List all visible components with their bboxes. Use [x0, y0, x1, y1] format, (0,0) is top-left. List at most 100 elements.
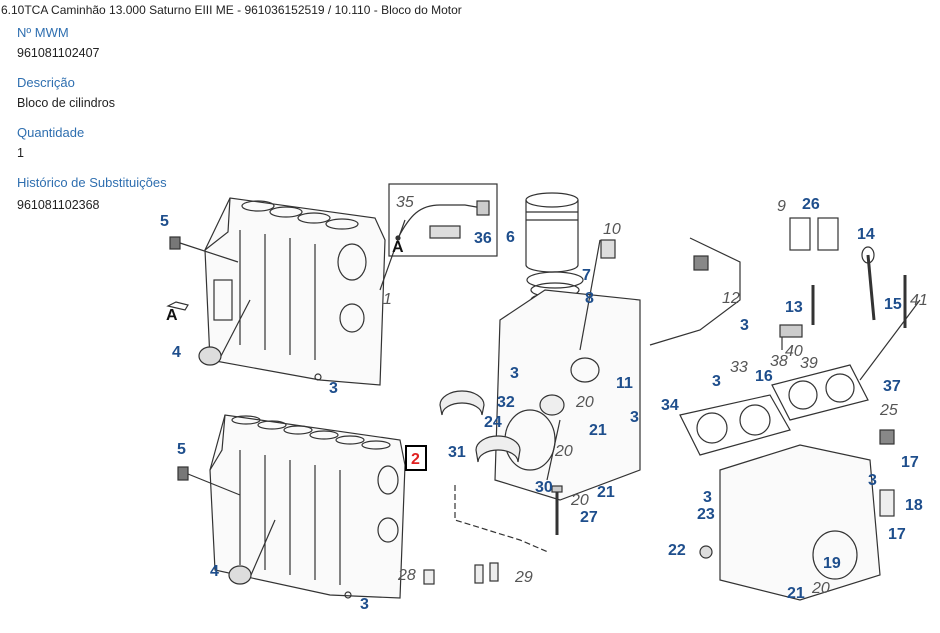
- callout-26[interactable]: 26: [802, 196, 820, 213]
- callout-3[interactable]: 3: [712, 373, 721, 390]
- callout-3[interactable]: 3: [329, 380, 338, 397]
- pin-29b: [489, 562, 499, 582]
- callout-3[interactable]: 3: [360, 596, 369, 613]
- callout-21[interactable]: 21: [589, 422, 607, 439]
- callout-23[interactable]: 23: [697, 506, 715, 523]
- callout-32[interactable]: 32: [497, 394, 515, 411]
- callout-37[interactable]: 37: [883, 378, 901, 395]
- callout-19[interactable]: 19: [823, 555, 841, 572]
- callout-10[interactable]: 10: [603, 221, 621, 238]
- filter-18: [879, 489, 895, 517]
- plug-25: [879, 429, 895, 445]
- quantity-value: 1: [17, 146, 24, 160]
- callout-22[interactable]: 22: [668, 542, 686, 559]
- callout-20[interactable]: 20: [570, 492, 589, 509]
- callout-3[interactable]: 3: [740, 317, 749, 334]
- callout-28[interactable]: 28: [397, 567, 416, 584]
- callout-21[interactable]: 21: [787, 585, 805, 602]
- breadcrumb-model[interactable]: 6.10TCA Caminhão 13.000 Saturno EIII ME …: [1, 3, 325, 17]
- callout-34[interactable]: 34: [661, 397, 679, 414]
- callout-5[interactable]: 5: [160, 213, 169, 230]
- callout-2[interactable]: 2: [411, 451, 420, 468]
- description-label: Descrição: [17, 75, 75, 90]
- head-gasket-34: [679, 394, 791, 456]
- breadcrumb-section[interactable]: 10.110 - Bloco do Motor: [334, 3, 462, 17]
- quantity-label: Quantidade: [17, 125, 85, 140]
- callout-17[interactable]: 17: [901, 454, 919, 471]
- callout-18[interactable]: 18: [905, 497, 923, 514]
- mwm-value: 961081102407: [17, 46, 100, 60]
- mwm-label: Nº MWM: [17, 25, 69, 40]
- callout-33[interactable]: 33: [730, 359, 748, 376]
- callout-A[interactable]: A: [392, 239, 404, 256]
- callout-15[interactable]: 15: [884, 296, 902, 313]
- plug-12: [693, 255, 709, 271]
- pin-29a: [474, 564, 484, 584]
- head-gasket-upper: [771, 364, 869, 421]
- seal-19: [812, 530, 858, 580]
- plug-10: [600, 239, 616, 259]
- callout-3[interactable]: 3: [868, 472, 877, 489]
- callout-3[interactable]: 3: [630, 409, 639, 426]
- callout-9[interactable]: 9: [777, 198, 786, 215]
- callout-24[interactable]: 24: [484, 414, 502, 431]
- bearing-24: [439, 390, 485, 416]
- plug-5-upper: [169, 236, 181, 250]
- description-value: Bloco de cilindros: [17, 96, 115, 110]
- seal-4-lower: [228, 565, 252, 585]
- sensor-16: [779, 324, 803, 338]
- callout-20[interactable]: 20: [554, 443, 573, 460]
- callout-17[interactable]: 17: [888, 526, 906, 543]
- bushing-26: [817, 217, 839, 251]
- callout-4[interactable]: 4: [210, 563, 219, 580]
- callout-1[interactable]: 1: [383, 291, 392, 308]
- block-front-section: [494, 289, 641, 501]
- sensor-inset-box: [388, 183, 498, 257]
- callout-13[interactable]: 13: [785, 299, 803, 316]
- arrow-a-icon: [166, 301, 189, 311]
- callout-11[interactable]: 11: [616, 375, 633, 392]
- bushing-32: [539, 394, 565, 416]
- callout-4[interactable]: 4: [172, 344, 181, 361]
- callout-6[interactable]: 6: [506, 229, 515, 246]
- selected-callout-box: [405, 445, 427, 471]
- callout-20[interactable]: 20: [811, 580, 830, 597]
- callout-A[interactable]: A: [166, 307, 178, 324]
- callout-8[interactable]: 8: [585, 290, 594, 307]
- block-rear-section: [719, 444, 881, 601]
- callout-36[interactable]: 36: [474, 230, 492, 247]
- history-label: Histórico de Substituições: [17, 175, 167, 190]
- callout-30[interactable]: 30: [535, 479, 553, 496]
- bolt-3-upper: [314, 373, 322, 381]
- ring-7: [526, 271, 584, 289]
- callout-29[interactable]: 29: [514, 569, 533, 586]
- pin-28: [423, 569, 435, 585]
- callout-25[interactable]: 25: [879, 402, 898, 419]
- callout-27[interactable]: 27: [580, 509, 598, 526]
- bracket-12: [649, 237, 741, 346]
- callout-31[interactable]: 31: [448, 444, 466, 461]
- callout-3[interactable]: 3: [510, 365, 519, 382]
- callout-38[interactable]: 38: [770, 353, 788, 370]
- callout-35[interactable]: 35: [396, 194, 414, 211]
- plug-5-lower: [177, 466, 189, 481]
- callout-21[interactable]: 21: [597, 484, 615, 501]
- callout-41[interactable]: 41: [910, 292, 928, 309]
- callout-14[interactable]: 14: [857, 226, 875, 243]
- callout-40[interactable]: 40: [785, 343, 803, 360]
- callout-12[interactable]: 12: [722, 290, 740, 307]
- history-value[interactable]: 961081102368: [17, 198, 100, 212]
- callout-39[interactable]: 39: [800, 355, 818, 372]
- callout-3[interactable]: 3: [703, 489, 712, 506]
- bolt-3-lower: [344, 591, 352, 599]
- plug-22: [699, 545, 713, 559]
- callout-20[interactable]: 20: [575, 394, 594, 411]
- breadcrumb-separator: /: [327, 3, 332, 17]
- bushing-9: [789, 217, 811, 251]
- callout-16[interactable]: 16: [755, 368, 773, 385]
- dipstick-14: [866, 254, 876, 321]
- seal-4-upper: [198, 346, 222, 366]
- callout-5[interactable]: 5: [177, 441, 186, 458]
- callout-7[interactable]: 7: [582, 267, 591, 284]
